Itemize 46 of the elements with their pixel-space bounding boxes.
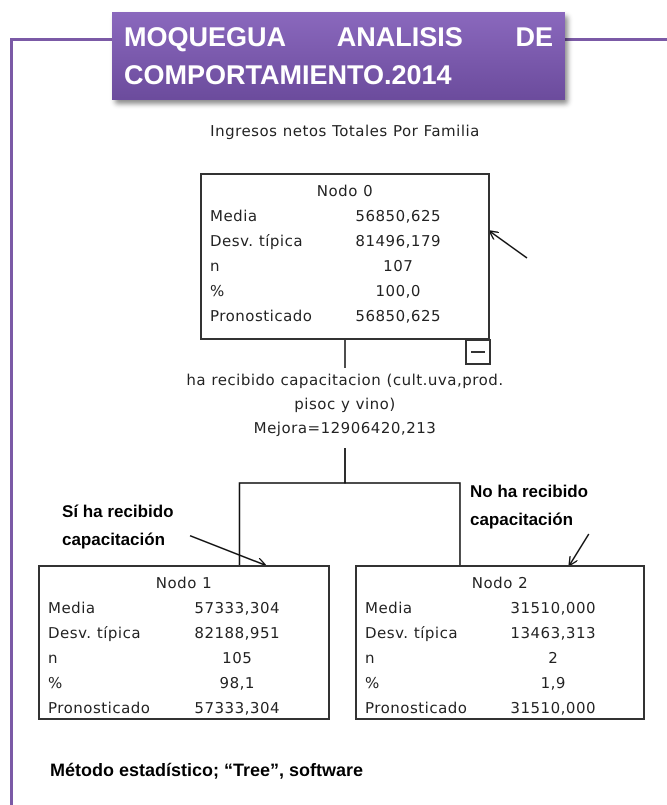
node-title: Nodo 0 [316,182,374,200]
row-value: 56850,625 [354,206,442,227]
tree-subtitle: Ingresos netos Totales Por Familia [209,121,481,142]
row-value: 100,0 [374,281,422,302]
tree-node-box [355,565,645,720]
row-value: 2 [547,648,560,669]
row-value: 98,1 [218,673,256,694]
row-value: 105 [221,648,254,669]
row-value: 31510,000 [509,698,598,719]
row-value: 81496,179 [354,231,442,252]
row-value: 1,9 [540,673,567,694]
row-label: Desv. típica [210,231,304,252]
annotation-text: Sí ha recibido capacitación [62,498,190,556]
row-label: Desv. típica [48,623,142,644]
row-label: n [210,256,222,277]
row-label: n [365,648,376,669]
row-label: Media [365,598,414,619]
node-title: Nodo 2 [472,574,528,592]
row-label: Pronosticado [210,306,312,327]
row-label: n [48,648,60,669]
row-label: Media [210,206,259,227]
row-value: 107 [382,256,414,277]
row-value: 13463,313 [509,623,598,644]
row-label: % [210,281,226,302]
row-value: 82188,951 [193,623,282,644]
caption: Método estadístico; “Tree”, software [50,759,364,782]
node-title: Nodo 1 [156,574,212,592]
row-label: Media [48,598,97,619]
title-banner: MOQUEGUA ANALISIS DE COMPORTAMIENTO.2014 [112,12,565,100]
tree-node-box [200,173,490,340]
row-value: 56850,625 [354,306,442,327]
row-label: Pronosticado [48,698,150,719]
arrow [488,230,528,259]
tree-branch-line [344,340,346,368]
tree-node-box [38,565,330,720]
row-label: % [365,673,381,694]
arrow [190,535,266,567]
row-label: Desv. típica [365,623,460,644]
row-label: % [48,673,64,694]
tree-branch-line [344,448,461,565]
row-label: Pronosticado [365,698,468,719]
row-value: 31510,000 [509,598,598,619]
row-value: 57333,304 [193,698,282,719]
annotation-text: No ha recibido capacitación [470,478,602,534]
arrow [568,534,590,566]
row-value: 57333,304 [193,598,282,619]
